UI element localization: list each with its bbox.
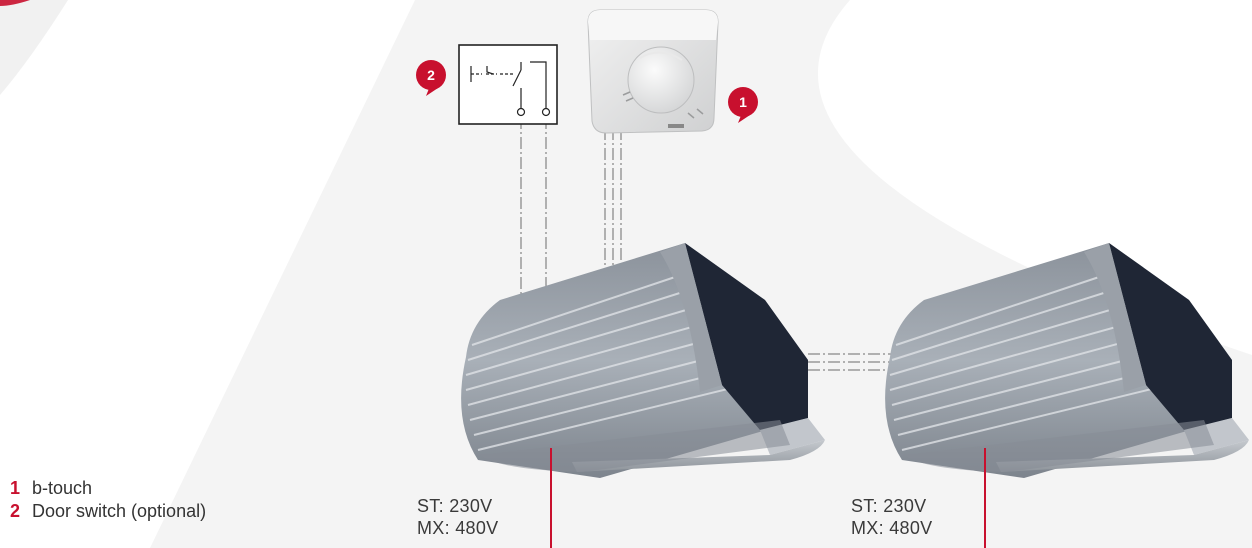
callout-badge-1: 1 <box>728 87 758 123</box>
air-curtain-unit-2 <box>885 243 1249 478</box>
callout-number-2: 2 <box>427 67 435 83</box>
legend-item-b-touch: 1 b-touch <box>10 477 206 500</box>
voltage-label-unit-1: ST: 230V MX: 480V <box>417 495 498 539</box>
voltage-mx-unit-1: MX: 480V <box>417 518 499 538</box>
legend-number: 2 <box>10 501 21 521</box>
voltage-label-unit-2: ST: 230V MX: 480V <box>851 495 932 539</box>
voltage-mx-unit-2: MX: 480V <box>851 518 933 538</box>
legend-label: b-touch <box>32 478 93 498</box>
legend-item-door-switch: 2 Door switch (optional) <box>10 500 206 523</box>
air-curtain-unit-1 <box>461 243 825 478</box>
b-touch-controller-icon <box>587 9 719 134</box>
voltage-st-unit-2: ST: 230V <box>851 496 927 516</box>
callout-badge-2: 2 <box>416 60 446 96</box>
callout-number-1: 1 <box>739 94 747 110</box>
legend-number: 1 <box>10 478 21 498</box>
legend: 1 b-touch 2 Door switch (optional) <box>10 477 206 523</box>
door-switch-schematic-icon <box>458 44 558 125</box>
voltage-st-unit-1: ST: 230V <box>417 496 493 516</box>
legend-label: Door switch (optional) <box>32 501 207 521</box>
